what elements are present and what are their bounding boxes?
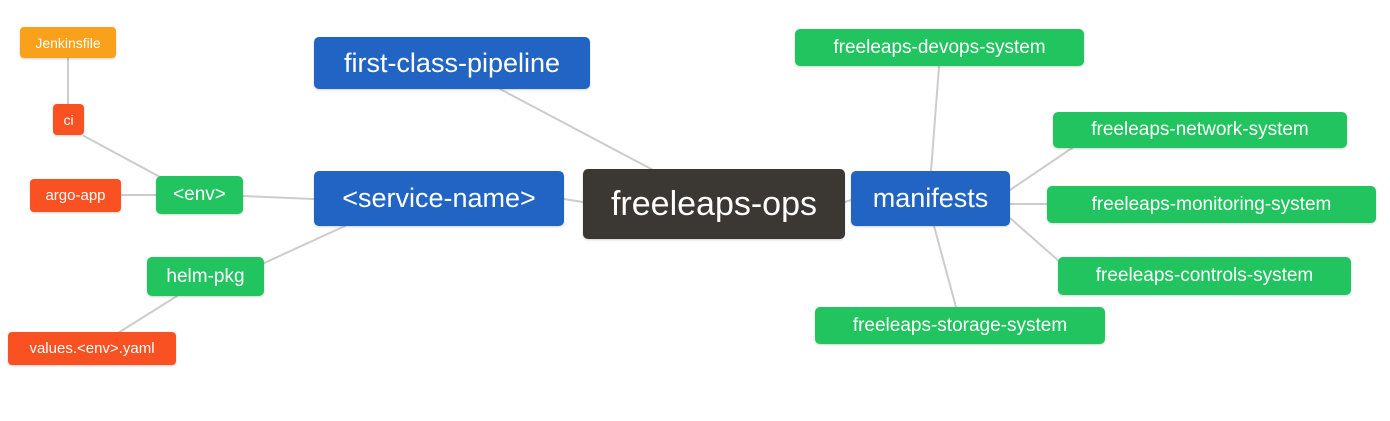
node-helm-pkg[interactable]: helm-pkg — [147, 257, 264, 296]
edge-manifests-network — [1009, 147, 1073, 191]
node-manifests[interactable]: manifests — [851, 171, 1010, 226]
node-env[interactable]: <env> — [156, 176, 243, 214]
edge-pipeline-ops — [499, 88, 656, 172]
node-first-class-pipeline[interactable]: first-class-pipeline — [314, 37, 590, 89]
node-storage-system[interactable]: freeleaps-storage-system — [815, 307, 1105, 344]
edge-service-name-helm-pkg — [261, 225, 346, 265]
node-freeleaps-ops-root[interactable]: freeleaps-ops — [583, 169, 845, 239]
edge-manifests-devops — [930, 66, 940, 172]
edge-manifests-controls — [1009, 217, 1061, 263]
node-monitoring-system[interactable]: freeleaps-monitoring-system — [1047, 186, 1376, 223]
node-values-env-yaml[interactable]: values.<env>.yaml — [8, 332, 176, 365]
node-service-name[interactable]: <service-name> — [314, 171, 564, 226]
edge-ci-env — [83, 135, 161, 178]
node-devops-system[interactable]: freeleaps-devops-system — [795, 29, 1084, 66]
edge-manifests-storage — [933, 225, 957, 308]
edge-helm-pkg-values — [117, 295, 178, 334]
edge-ops-manifests — [844, 199, 852, 203]
edge-service-name-ops — [563, 198, 584, 203]
node-controls-system[interactable]: freeleaps-controls-system — [1058, 257, 1351, 295]
node-ci[interactable]: ci — [53, 104, 84, 135]
node-network-system[interactable]: freeleaps-network-system — [1053, 112, 1347, 148]
node-jenkinsfile[interactable]: Jenkinsfile — [20, 27, 116, 58]
node-argo-app[interactable]: argo-app — [30, 179, 121, 212]
edge-env-service-name — [242, 195, 315, 200]
